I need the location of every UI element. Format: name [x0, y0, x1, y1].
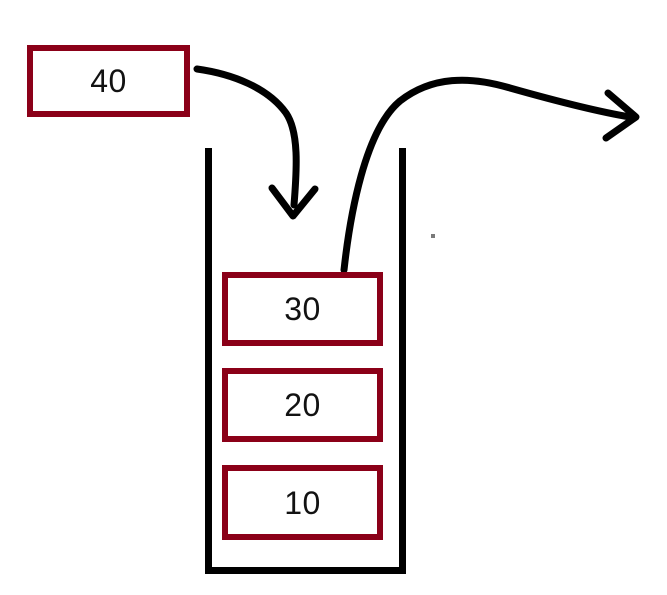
stack-element-middle[interactable]: 20 [222, 368, 383, 442]
incoming-value-box[interactable]: 40 [27, 45, 190, 117]
push-arrow [193, 65, 319, 220]
stack-element-top-label: 30 [284, 291, 321, 327]
stray-dot [431, 234, 435, 238]
pop-arrow-shaft [340, 76, 634, 274]
incoming-value-label: 40 [90, 63, 127, 99]
stack-element-bottom-label: 10 [284, 484, 321, 521]
stack-element-middle-label: 20 [284, 387, 321, 423]
pop-arrow [340, 76, 640, 274]
stack-wall-left [205, 148, 212, 574]
stack-element-top[interactable]: 30 [222, 272, 383, 346]
pop-arrow-head [602, 89, 640, 142]
stack-element-bottom[interactable]: 10 [222, 465, 383, 540]
stack-wall-bottom [205, 567, 406, 574]
stack-wall-right [399, 148, 406, 574]
push-arrow-head [268, 184, 319, 220]
